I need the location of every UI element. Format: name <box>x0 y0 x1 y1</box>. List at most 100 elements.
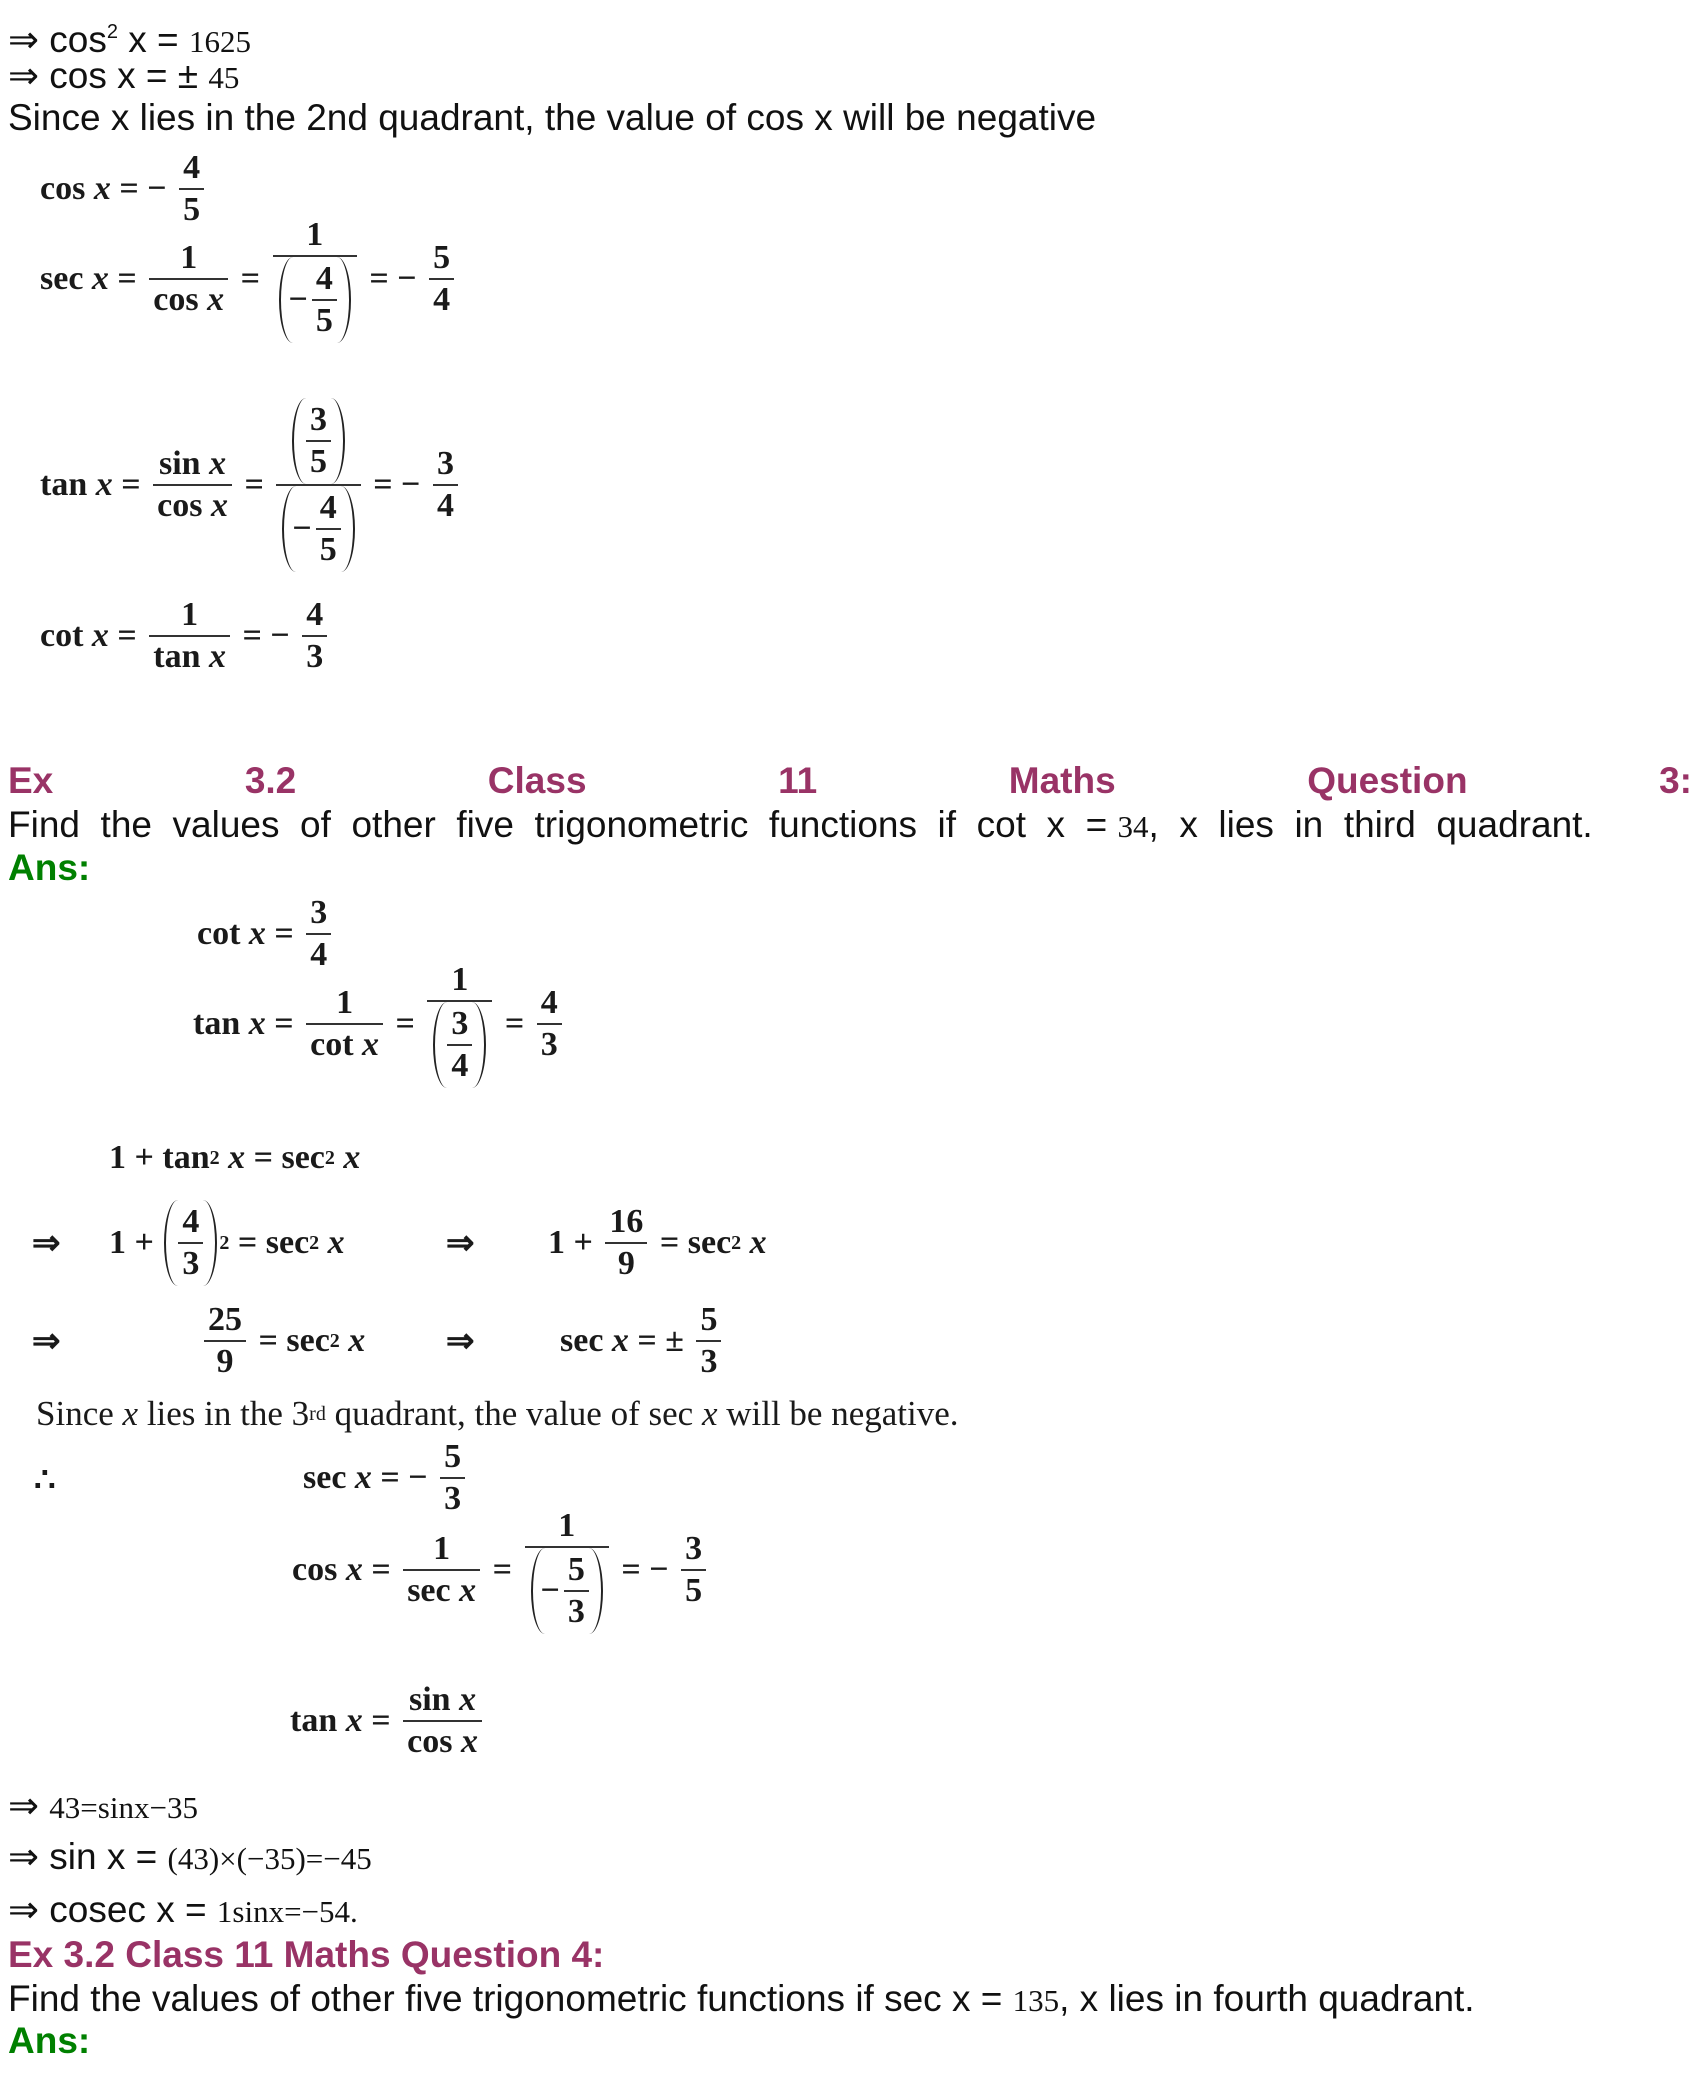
math-text: = <box>387 1005 424 1042</box>
denominator: 3 <box>696 1342 721 1382</box>
math-superscript: 2 <box>309 1231 320 1254</box>
denominator: 4 <box>429 280 454 320</box>
math-text: 3 <box>182 1245 200 1282</box>
math-text: lies in the 3 <box>138 1394 310 1433</box>
math-text: = sec <box>250 1322 330 1359</box>
math-text: 9 <box>216 1343 234 1380</box>
value: 135 <box>1012 1983 1060 2018</box>
heading-word: Ex <box>8 760 54 801</box>
math-text: − <box>292 510 312 547</box>
math-superscript: 2 <box>324 1146 335 1169</box>
math-text: 3 <box>685 1530 703 1567</box>
text: Find the values of other five trigonomet… <box>8 804 1118 845</box>
math-text: cot <box>310 1026 363 1063</box>
math-text: 1 <box>451 961 469 998</box>
math-variable: x <box>91 260 109 297</box>
heading-word: Class <box>487 760 587 801</box>
numerator: 4 <box>316 488 341 528</box>
fraction-bar <box>605 1242 648 1244</box>
math-text: = ± <box>628 1322 693 1359</box>
numerator: 5 <box>696 1300 721 1340</box>
math-variable: x <box>248 915 266 952</box>
numerator: 3 <box>447 1004 472 1044</box>
denominator: 5 <box>681 1571 706 1611</box>
math-variable: x <box>460 1723 478 1760</box>
value: 43=sinx−35 <box>49 1790 198 1825</box>
numerator: sin x <box>155 444 230 484</box>
fraction-bar <box>696 1340 722 1342</box>
math-text: quadrant, the value of sec <box>325 1394 702 1433</box>
denominator: cot x <box>306 1025 383 1065</box>
math-text: 5 <box>310 443 327 480</box>
math-variable: x <box>209 638 227 675</box>
fraction-bar <box>276 484 361 486</box>
math-text: 5 <box>685 1572 703 1609</box>
math-text: − <box>540 1572 560 1609</box>
denominator: 3 <box>178 1244 203 1284</box>
numerator: 1 <box>302 215 327 255</box>
value: 1625 <box>188 24 251 59</box>
math-text: 1 <box>558 1507 576 1544</box>
math-text: sec <box>560 1322 612 1359</box>
line-cosec-value: ⇒ cosec x = 1sinx=−54. <box>8 1888 358 1934</box>
math-text: cos <box>157 487 211 524</box>
math-text: 5 <box>433 239 451 276</box>
denominator: 9 <box>614 1244 639 1284</box>
math-text: 25 <box>208 1301 242 1338</box>
math-text: ∴ <box>34 1462 56 1499</box>
fraction-bar <box>204 1340 246 1342</box>
denominator: cos x <box>403 1722 482 1762</box>
superscript: 2 <box>106 21 118 43</box>
math-text: 1 <box>336 984 354 1021</box>
numerator: 4 <box>537 983 562 1023</box>
denominator: tan x <box>149 637 230 677</box>
math-text: will be negative. <box>717 1394 959 1433</box>
fraction-bar <box>447 1044 473 1046</box>
therefore-symbol: ∴ <box>34 1460 56 1500</box>
math-variable: x <box>701 1394 718 1433</box>
math-text: = sec <box>229 1224 310 1261</box>
fraction-bar <box>432 484 458 486</box>
math-text: sec <box>303 1459 355 1496</box>
math-variable: x <box>91 617 109 654</box>
math-text: 9 <box>617 1245 635 1282</box>
math-variable: x <box>348 1322 366 1359</box>
denominator: 5 <box>306 442 331 482</box>
fraction-bar <box>427 1000 493 1002</box>
text: ⇒ <box>8 1785 50 1826</box>
fraction-bar <box>403 1569 481 1571</box>
math-text: 5 <box>315 302 333 339</box>
numerator: 1 <box>554 1506 579 1546</box>
q4-heading: Ex 3.2 Class 11 Maths Question 4: <box>8 1934 605 1975</box>
numerator: 4 <box>302 595 327 635</box>
math-text: 4 <box>540 984 558 1021</box>
denominator: 4 <box>433 486 458 526</box>
numerator: 1 <box>429 1529 454 1569</box>
math-text: 4 <box>436 487 454 524</box>
numerator: 1 <box>447 960 472 1000</box>
math-variable: x <box>749 1224 767 1261</box>
text: ⇒ sin x = <box>8 1836 168 1877</box>
math-text: = <box>265 915 303 952</box>
math-text: 5 <box>567 1551 585 1588</box>
math-text: = <box>484 1551 521 1588</box>
